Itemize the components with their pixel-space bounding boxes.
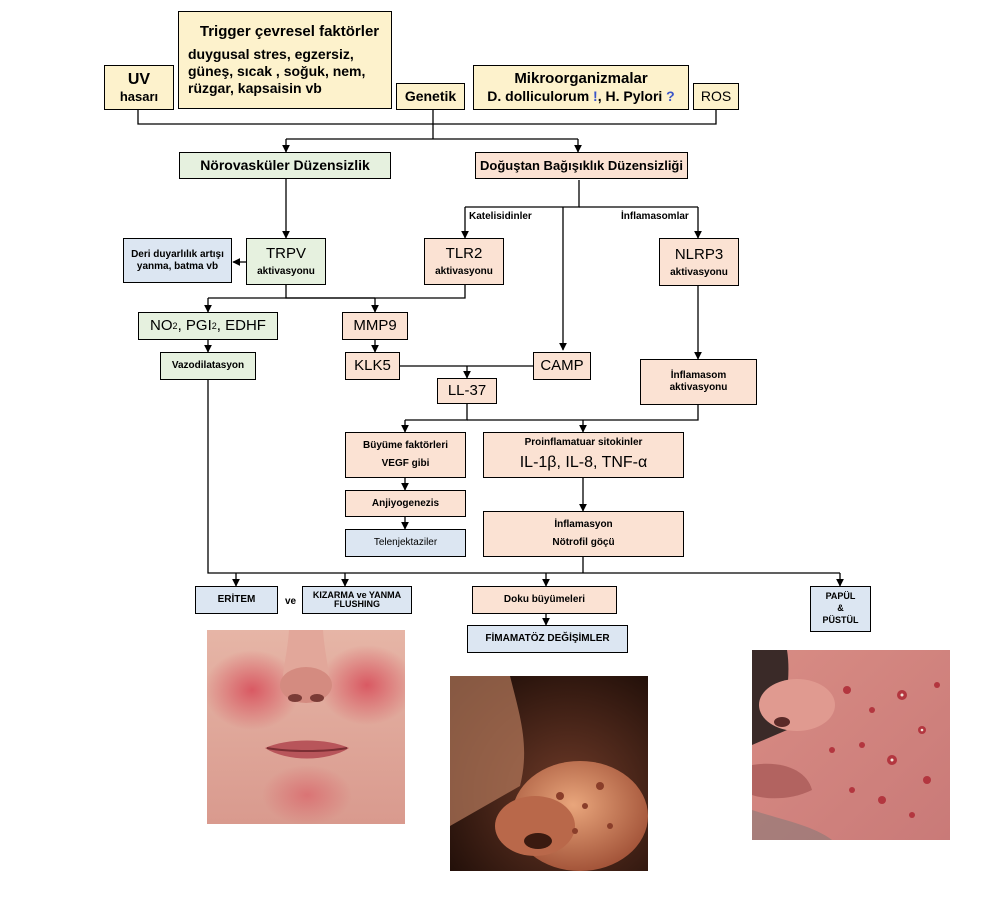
neutrophil-migration-label: Nötrofil göçü <box>552 537 615 548</box>
inflammasomes-label: İnflamasomlar <box>621 211 689 222</box>
proinflammatory-label: Proinflamatuar sitokinler <box>524 437 643 449</box>
papulopustular-face-photo <box>752 650 950 840</box>
nlrp3-activation-box: NLRP3 aktivasyonu <box>659 238 739 286</box>
nlrp3-sub-label: aktivasyonu <box>670 266 728 278</box>
tlr2-sub-label: aktivasyonu <box>435 266 493 277</box>
hpylori-label: , H. Pylori <box>597 88 663 105</box>
innate-immunity-label: Doğuştan Bağışıklık Düzensizliği <box>480 157 683 173</box>
ll37-label: LL-37 <box>447 382 487 399</box>
uv-damage-box: UV hasarı <box>104 65 174 110</box>
and-label: ve <box>285 596 297 607</box>
trpv-label: TRPV <box>265 245 306 262</box>
klk5-box: KLK5 <box>345 352 400 380</box>
inflammation-box: İnflamasyon Nötrofil göçü <box>483 511 684 557</box>
pgi-subscript: 2 <box>211 320 217 331</box>
angiogenesis-label: Anjiyogenezis <box>371 497 440 509</box>
skin-sensitivity-line-1: Deri duyarlılık artışı <box>131 248 224 260</box>
inflammasome-sub-label: aktivasyonu <box>669 382 728 393</box>
proinflammatory-cytokines-box: Proinflamatuar sitokinler IL-1β, IL-8, T… <box>483 432 684 478</box>
triggers-line-1: duygusal stres, egzersiz, <box>188 46 354 63</box>
neurovascular-dysregulation-box: Nörovasküler Düzensizlik <box>179 152 391 179</box>
telangiectasia-label: Telenjektaziler <box>373 537 438 548</box>
ros-box: ROS <box>693 83 739 110</box>
flushing-line-1: KIZARMA ve YANMA <box>312 589 402 600</box>
no-subscript: 2 <box>172 320 178 331</box>
tlr2-activation-box: TLR2 aktivasyonu <box>424 238 504 285</box>
inflammasome-activation-box: İnflamasom aktivasyonu <box>640 359 757 405</box>
pgi-label: , PGI <box>177 317 212 334</box>
edhf-label: , EDHF <box>216 317 266 334</box>
uv-label: UV <box>127 71 151 89</box>
skin-sensitivity-line-2: yanma, batma vb <box>136 260 219 272</box>
microorganisms-line: D. dolliculorum !, H. Pylori ? <box>487 88 674 105</box>
inflammation-label: İnflamasyon <box>554 519 613 530</box>
nlrp3-label: NLRP3 <box>674 245 724 263</box>
growth-factors-box: Büyüme faktörleri VEGF gibi <box>345 432 466 478</box>
environmental-triggers-box: Trigger çevresel faktörler duygusal stre… <box>178 11 392 109</box>
inflammasome-label: İnflamasom <box>670 370 727 381</box>
innate-immunity-dysregulation-box: Doğuştan Bağışıklık Düzensizliği <box>475 152 688 179</box>
growth-factors-label: Büyüme faktörleri <box>362 440 449 451</box>
uv-sub-label: hasarı <box>119 89 159 105</box>
triggers-line-3: rüzgar, kapsaisin vb <box>188 79 322 96</box>
camp-label: CAMP <box>540 357 584 374</box>
angiogenesis-box: Anjiyogenezis <box>345 490 466 517</box>
papule-label: PAPÜL <box>825 591 856 602</box>
growth-factors-sub-label: VEGF gibi <box>381 458 430 469</box>
demodex-mark: ! <box>593 88 598 105</box>
genetics-label: Genetik <box>404 88 457 105</box>
tissue-growth-label: Doku büyümeleri <box>503 594 586 605</box>
ll37-box: LL-37 <box>437 378 497 404</box>
flushing-box: KIZARMA ve YANMA FLUSHING <box>302 586 412 614</box>
skin-sensitivity-box: Deri duyarlılık artışı yanma, batma vb <box>123 238 232 283</box>
hpylori-mark: ? <box>666 88 675 105</box>
trpv-sub-label: aktivasyonu <box>257 266 315 277</box>
telangiectasia-box: Telenjektaziler <box>345 529 466 557</box>
ros-label: ROS <box>700 88 732 105</box>
triggers-title: Trigger çevresel faktörler <box>199 23 380 41</box>
mmp9-label: MMP9 <box>353 317 397 334</box>
no-label: NO <box>150 317 173 334</box>
cathelicidins-label: Katelisidinler <box>469 211 532 222</box>
camp-box: CAMP <box>533 352 591 380</box>
erythema-label: ERİTEM <box>217 594 256 605</box>
mmp9-box: MMP9 <box>342 312 408 340</box>
triggers-line-2: güneş, sıcak , soğuk, nem, <box>188 63 366 80</box>
flushing-line-2: FLUSHING <box>334 599 380 609</box>
ampersand-label: & <box>837 603 844 614</box>
rhinophyma-nose-photo <box>450 676 648 871</box>
cytokines-label: IL-1β, IL-8, TNF-α <box>519 454 648 472</box>
demodex-label: D. dolliculorum <box>487 88 590 105</box>
microorganisms-box: Mikroorganizmalar D. dolliculorum !, H. … <box>473 65 689 110</box>
erythema-box: ERİTEM <box>195 586 278 614</box>
vasodilation-box: Vazodilatasyon <box>160 352 256 380</box>
microorganisms-title: Mikroorganizmalar <box>514 70 648 88</box>
tlr2-label: TLR2 <box>445 245 483 262</box>
klk5-label: KLK5 <box>354 357 391 374</box>
erythema-face-photo <box>207 630 405 824</box>
phymatous-changes-box: FİMAMATÖZ DEĞİŞİMLER <box>467 625 628 653</box>
papule-pustule-box: PAPÜL & PÜSTÜL <box>810 586 871 632</box>
trpv-activation-box: TRPV aktivasyonu <box>246 238 326 285</box>
tissue-growth-box: Doku büyümeleri <box>472 586 617 614</box>
vasodilation-label: Vazodilatasyon <box>171 360 245 371</box>
phymatous-label: FİMAMATÖZ DEĞİŞİMLER <box>485 633 610 644</box>
genetics-box: Genetik <box>396 83 465 110</box>
neurovascular-label: Nörovasküler Düzensizlik <box>200 157 370 174</box>
pustule-label: PÜSTÜL <box>822 614 859 625</box>
